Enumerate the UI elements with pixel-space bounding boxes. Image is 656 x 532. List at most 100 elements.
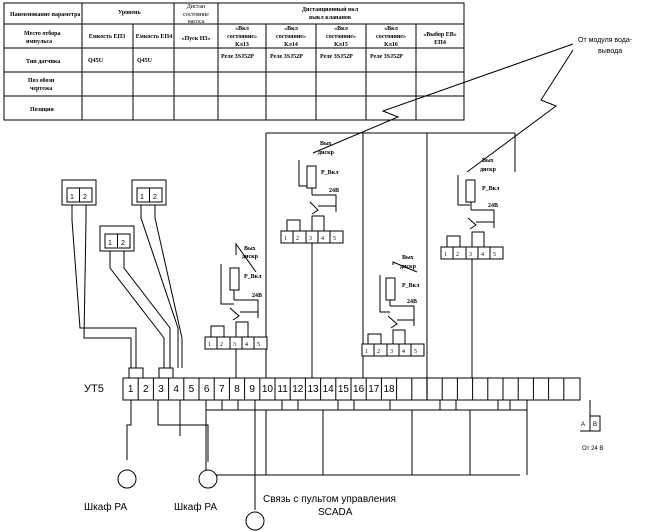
svg-text:Р_Вкл: Р_Вкл (244, 274, 262, 280)
io-module-label-1: От модуля вода- (578, 37, 633, 44)
power-24v: А В От 24 В (580, 400, 603, 452)
terminal-number: 1 (128, 384, 134, 395)
svg-text:4: 4 (402, 349, 405, 355)
cell-pump-start: «Пуск Н3» (182, 36, 211, 42)
svg-text:Вых: Вых (482, 158, 494, 164)
relay-4: Вых дискр Р_Вкл 24В 1 2 3 4 5 (440, 158, 504, 378)
header-level: Уровень (118, 10, 141, 16)
cabinet-ra-left-label: Шкаф РА (84, 501, 127, 513)
row-label-sampling-2: импульса (26, 39, 52, 45)
row-label-position: Позиция (30, 107, 54, 113)
svg-text:3: 3 (233, 342, 236, 348)
cabinet-ra-left: Шкаф РА (84, 469, 137, 513)
cell-sensor-kl14: Реле 3SJ52P (270, 54, 303, 60)
header-pump-state-3: насоса (187, 19, 204, 25)
cell-sensor-kl16: Реле 3SJ52P (370, 54, 403, 60)
terminal-number: 10 (262, 384, 274, 395)
row-label-drawing-1: Поз обозн (28, 77, 55, 84)
svg-text:2: 2 (296, 236, 299, 242)
svg-text:24В: 24В (488, 203, 498, 209)
svg-text:дискр: дискр (400, 264, 417, 270)
svg-text:2: 2 (121, 240, 125, 247)
cell-kl15-1: «Вкл (334, 26, 348, 32)
io-module-label: От модуля вода- вывода (312, 37, 633, 173)
cell-sensor-kl13: Реле 3SJ52P (221, 54, 254, 60)
power-terminal-b: В (593, 422, 597, 428)
scada-label-1: Связь с пультом управления (263, 494, 396, 505)
cell-sensor-ep4: Q45U (137, 58, 153, 64)
sensor-wiring (71, 205, 183, 368)
power-label: От 24 В (582, 446, 603, 452)
header-param-name: Наименование параметра (10, 12, 80, 18)
cell-kl14-2: состояние» (276, 34, 306, 40)
svg-text:дискр: дискр (242, 254, 259, 260)
svg-text:24В: 24В (407, 299, 417, 305)
svg-text:4: 4 (245, 342, 248, 348)
cabinet-ra-right: Шкаф РА (174, 469, 218, 513)
svg-text:Вых: Вых (320, 141, 332, 147)
svg-text:1: 1 (140, 194, 144, 201)
svg-text:1: 1 (108, 240, 112, 247)
terminal-block-name: УТ5 (84, 383, 104, 395)
svg-text:3: 3 (390, 349, 393, 355)
terminal-number: 8 (234, 384, 240, 395)
svg-text:4: 4 (481, 252, 484, 258)
svg-text:5: 5 (414, 349, 417, 355)
svg-text:4: 4 (321, 236, 324, 242)
cell-sensor-kl15: Реле 3SJ52P (320, 54, 353, 60)
cell-kl15-2: состояние» (326, 34, 356, 40)
terminal-number: 15 (338, 384, 350, 395)
svg-text:2: 2 (456, 252, 459, 258)
terminal-number: 5 (189, 384, 195, 395)
header-pump-state-1: Дистан (187, 4, 206, 10)
row-label-sensor-type: Тип датчика (26, 59, 60, 65)
relay-3: Вых дискр Р_Вкл 24В 1 2 3 4 5 (361, 255, 425, 357)
svg-text:5: 5 (493, 252, 496, 258)
svg-text:24В: 24В (329, 188, 339, 194)
scada-link: Связь с пультом управления SCADA (245, 494, 396, 531)
svg-text:3: 3 (469, 252, 472, 258)
scada-label-2: SCADA (318, 507, 353, 518)
terminal-number: 3 (158, 384, 164, 395)
svg-text:дискр: дискр (480, 167, 497, 173)
cell-kl14-1: «Вкл (284, 26, 298, 32)
svg-text:1: 1 (444, 252, 447, 258)
power-terminal-a: А (581, 422, 585, 428)
relay-1: Вых дискр Р_Вкл 24В 1 2 3 4 5 (204, 242, 268, 378)
cabinet-ra-right-label: Шкаф РА (174, 501, 217, 513)
sensor-connector: 1 2 (99, 225, 135, 252)
cell-kl14-3: Кл14 (284, 42, 298, 48)
svg-text:Вых: Вых (402, 255, 414, 261)
io-module-label-2: вывода (598, 48, 622, 55)
terminal-number: 7 (219, 384, 225, 395)
header-valves-2: выкл клапанов (309, 15, 352, 21)
svg-text:1: 1 (70, 194, 74, 201)
cell-kl16-1: «Вкл (384, 26, 398, 32)
svg-text:2: 2 (377, 349, 380, 355)
terminal-number: 13 (307, 384, 319, 395)
terminal-number: 9 (249, 384, 255, 395)
svg-text:2: 2 (220, 342, 223, 348)
svg-text:дискр: дискр (318, 150, 335, 156)
svg-text:1: 1 (284, 236, 287, 242)
terminal-number: 6 (204, 384, 210, 395)
svg-text:Р_Вкл: Р_Вкл (482, 186, 500, 192)
cell-tank-ep3: Емкость ЕП3 (89, 34, 125, 40)
svg-text:2: 2 (153, 194, 157, 201)
cell-kl15-3: Кл15 (334, 42, 348, 48)
cell-tank-ep4: Емкость ЕП4 (136, 34, 172, 40)
terminal-number: 16 (353, 384, 365, 395)
header-pump-state-2: состояние (183, 12, 209, 18)
cell-ev-select-2: ЕП4 (434, 40, 446, 46)
terminal-number: 14 (323, 384, 335, 395)
bottom-wiring (126, 400, 528, 510)
row-label-drawing-2: чертежа (30, 86, 52, 92)
svg-text:Р_Вкл: Р_Вкл (321, 170, 339, 176)
parameter-table: Наименование параметра Уровень Дистан со… (3, 2, 465, 121)
header-valves-1: Дистанционный вкл (302, 6, 359, 13)
svg-text:1: 1 (365, 349, 368, 355)
svg-text:Р_Вкл: Р_Вкл (402, 283, 420, 289)
svg-text:Вых: Вых (244, 246, 256, 252)
